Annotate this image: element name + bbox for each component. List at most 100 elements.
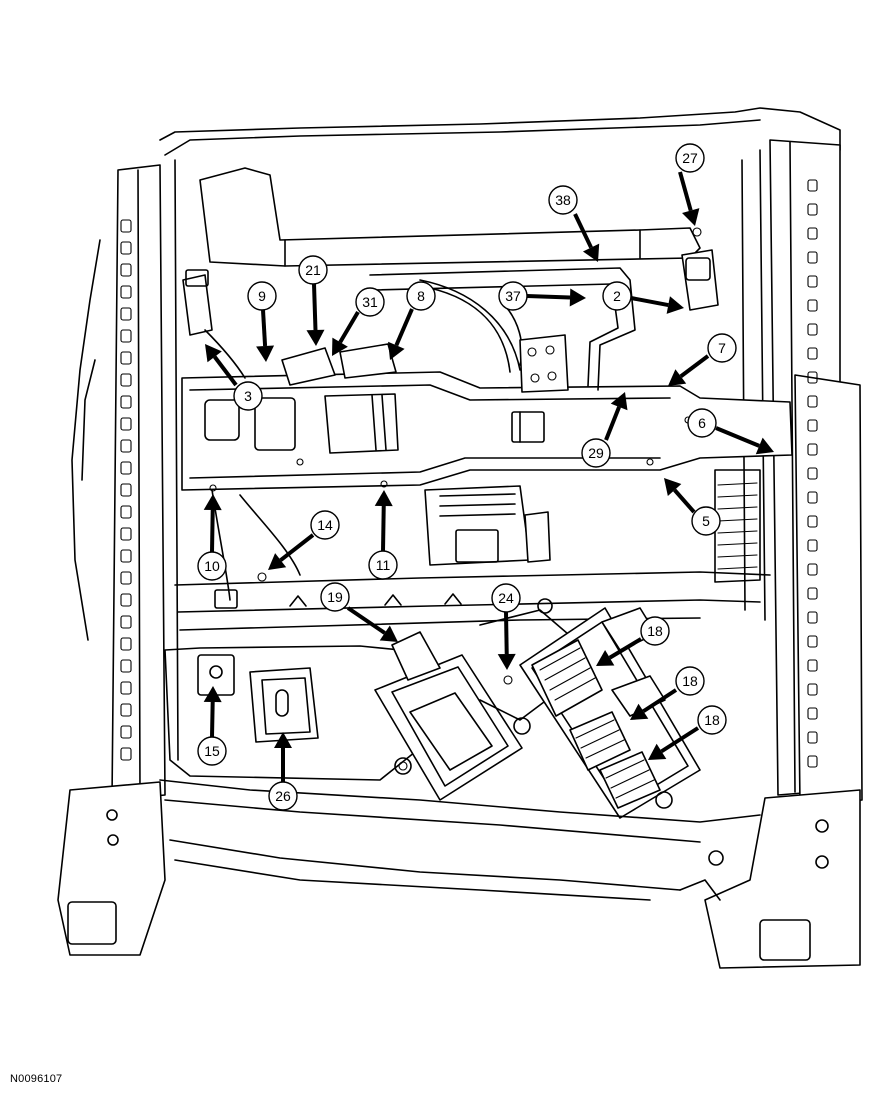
rail-slot [120,241,132,255]
rail-slot [807,179,818,192]
arrow-head [332,337,348,356]
svg-text:8: 8 [417,288,425,304]
arrow-head [205,344,222,363]
arrow-head [610,392,628,411]
callout-27: 27 [675,143,705,173]
arrow-head [274,732,292,748]
svg-text:38: 38 [555,192,571,208]
callout-group: 27 38 2 37 9 21 31 8 3 7 6 29 5 10 11 14… [197,143,737,811]
arrow-shaft [642,688,678,713]
callout-11: 11 [368,550,398,580]
arrow-head [569,288,586,307]
arrow-shaft [338,310,360,344]
callout-18b: 18 [675,666,705,696]
rail-slot [807,611,818,624]
arrow-shaft [715,426,760,448]
svg-text:27: 27 [682,150,698,166]
arrow-head [596,650,615,666]
callout-19: 19 [320,582,350,612]
svg-text:14: 14 [317,517,333,533]
seat-frame-line-art [57,107,863,969]
callout-26: 26 [268,781,298,811]
rail-slot [120,659,132,673]
arrow-head [306,329,325,346]
rail-slot [807,371,818,384]
rail-slot [120,329,132,343]
arrow-head [268,553,287,570]
svg-text:19: 19 [327,589,343,605]
rail-slot [807,587,818,600]
rail-slot [807,707,818,720]
arrow-head [648,743,667,760]
rail-slot [807,227,818,240]
rail-slot [807,635,818,648]
callout-14: 14 [310,510,340,540]
arrow-head [203,494,222,511]
arrow-head [582,243,600,262]
arrow-shaft [679,354,710,378]
rail-slot [120,219,132,233]
rail-slot [120,527,132,541]
rail-slot [120,637,132,651]
rail-slot [807,443,818,456]
leader-arrows [203,171,774,782]
rail-slot [807,491,818,504]
figure-id-label: N0096107 [10,1073,63,1085]
arrow-shaft [394,308,414,347]
arrow-head [755,437,774,455]
arrow-shaft [261,309,268,347]
arrow-head [664,478,682,496]
arrow-head [497,653,516,670]
rail-slot [120,395,132,409]
rail-slot [807,395,818,408]
rail-slot [807,563,818,576]
rail-slot [120,571,132,585]
svg-text:2: 2 [613,288,621,304]
rail-slot [120,505,132,519]
rail-slot [120,285,132,299]
callout-18c: 18 [697,705,727,735]
arrow-shaft [673,488,696,514]
arrow-shaft [604,406,621,441]
left-rail-slots [120,219,132,761]
svg-text:3: 3 [244,388,252,404]
svg-text:7: 7 [718,340,726,356]
rail-slot [120,615,132,629]
callout-2: 2 [602,281,632,311]
arrow-shaft [660,726,700,754]
rail-slot [120,439,132,453]
rail-slot [120,461,132,475]
rail-slot [807,659,818,672]
rail-slot [120,263,132,277]
rail-slot [120,681,132,695]
callout-38: 38 [548,185,578,215]
rail-slot [120,725,132,739]
svg-text:26: 26 [275,788,291,804]
rail-slot [807,467,818,480]
rail-slot [807,203,818,216]
svg-text:21: 21 [305,262,321,278]
svg-text:9: 9 [258,288,266,304]
rail-slot [807,275,818,288]
arrow-head [668,369,687,386]
arrow-shaft [504,611,509,655]
callout-31: 31 [355,287,385,317]
arrow-shaft [381,505,386,552]
arrow-shaft [608,637,643,660]
callout-7: 7 [707,333,737,363]
rail-slot [120,549,132,563]
arrow-head [256,345,275,362]
callout-29: 29 [581,438,611,468]
rail-slot [807,731,818,744]
arrow-shaft [210,701,215,738]
arrow-shaft [630,296,669,307]
svg-text:11: 11 [376,557,391,573]
rail-slot [120,351,132,365]
callout-18a: 18 [640,616,670,646]
right-rail-slots [807,179,818,768]
callout-10: 10 [197,551,227,581]
rail-slot [807,539,818,552]
callout-9: 9 [247,281,277,311]
arrow-head [388,341,405,360]
